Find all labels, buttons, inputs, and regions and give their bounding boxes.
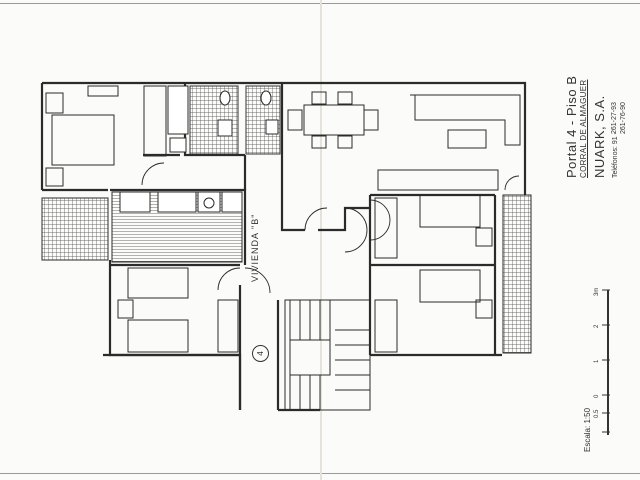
unit-label: VIVIENDA "B" [250,213,260,282]
living-dining-furniture [287,91,521,191]
phone-label: Teléfonos: 91 - [612,132,619,178]
kitchen [111,191,243,263]
scale-tick-1: 1 [594,359,600,363]
scale-bar [602,289,610,435]
title-block: Portal 4 - Piso B CORRAL DE ALMAGUER NUA… [562,28,638,178]
staircase [284,299,371,411]
bedrooms-3-4-furniture [374,194,493,353]
master-bedroom-furniture [45,85,167,187]
paper-fold-line [320,0,322,480]
bedroom-2-furniture [117,267,239,353]
door-swings [141,162,520,294]
terrace-right [502,194,532,354]
town-label: CORRAL DE ALMAGUER [579,79,588,178]
phone-number-1: 261-27-93 [611,102,618,134]
scale-label: Escala: 1:50 [583,407,592,452]
portal-number-marker: 4 [252,345,269,362]
scale-tick-0-5: 0.5 [594,409,600,418]
scale-tick-3m: 3m [594,287,600,296]
phone-number-2: 261-76-90 [620,102,627,134]
bathrooms [167,85,281,155]
scale-tick-2: 2 [594,324,600,328]
company-name: NUARK, S.A. [592,95,607,178]
terrace-left [41,197,109,261]
scale-tick-0: 0 [594,394,600,398]
portal-floor-label: Portal 4 - Piso B [564,75,579,178]
